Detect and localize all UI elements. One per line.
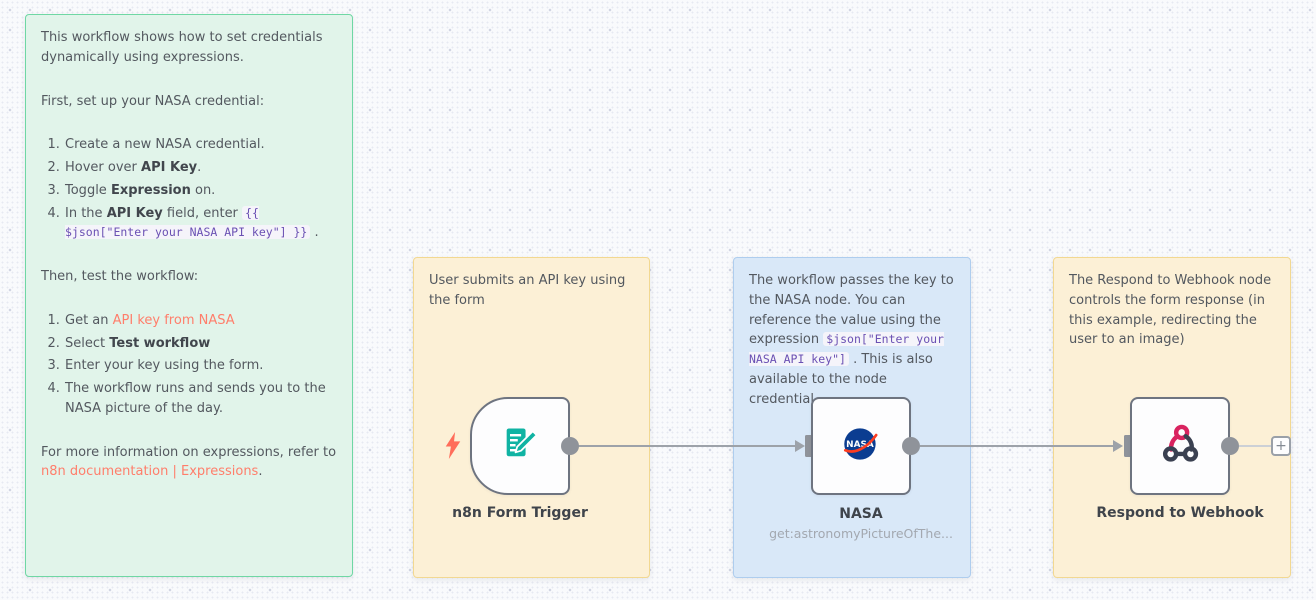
form-pencil-icon: [500, 424, 540, 468]
node-label-respond: Respond to Webhook: [1096, 505, 1264, 521]
add-node-button[interactable]: +: [1271, 436, 1291, 456]
webhook-icon: [1158, 422, 1202, 470]
lightning-bolt-icon: [444, 432, 462, 459]
node-n8n-form-trigger[interactable]: [470, 397, 570, 495]
sticky-note-instructions[interactable]: This workflow shows how to set credentia…: [25, 14, 353, 577]
nasa-logo-icon: NASA: [838, 421, 884, 471]
node-nasa[interactable]: NASA: [811, 397, 911, 495]
sticky-note-form-text: User submits an API key using the form: [429, 273, 626, 308]
node-label-form-trigger: n8n Form Trigger: [452, 505, 588, 521]
sticky-note-nasa[interactable]: The workflow passes the key to the NASA …: [733, 257, 971, 578]
node-subtitle-nasa: get:astronomyPictureOfThe...: [769, 526, 953, 541]
svg-text:NASA: NASA: [846, 440, 874, 450]
output-endpoint-respond[interactable]: [1221, 437, 1239, 455]
note-link[interactable]: API key from NASA: [112, 312, 235, 328]
connection-arrow-icon: [795, 440, 805, 452]
note-link[interactable]: n8n documentation | Expressions: [41, 464, 259, 480]
node-label-nasa: NASA: [839, 506, 883, 522]
connection-form-to-nasa: [570, 445, 796, 447]
sticky-note-form[interactable]: User submits an API key using the form: [413, 257, 650, 578]
sticky-note-respond-text: The Respond to Webhook node controls the…: [1069, 273, 1272, 348]
input-endpoint-nasa[interactable]: [805, 435, 814, 457]
sticky-note-respond[interactable]: The Respond to Webhook node controls the…: [1053, 257, 1291, 578]
output-endpoint-form-trigger[interactable]: [561, 437, 579, 455]
sticky-note-nasa-text: The workflow passes the key to the NASA …: [749, 273, 954, 407]
input-endpoint-respond[interactable]: [1124, 435, 1133, 457]
connection-nasa-to-respond: [920, 445, 1114, 447]
output-endpoint-nasa[interactable]: [902, 437, 920, 455]
node-respond-to-webhook[interactable]: [1130, 397, 1230, 495]
connection-stub: [1239, 445, 1271, 447]
sticky-note-instructions-text: This workflow shows how to set credentia…: [26, 15, 352, 495]
connection-arrow-icon: [1113, 440, 1123, 452]
